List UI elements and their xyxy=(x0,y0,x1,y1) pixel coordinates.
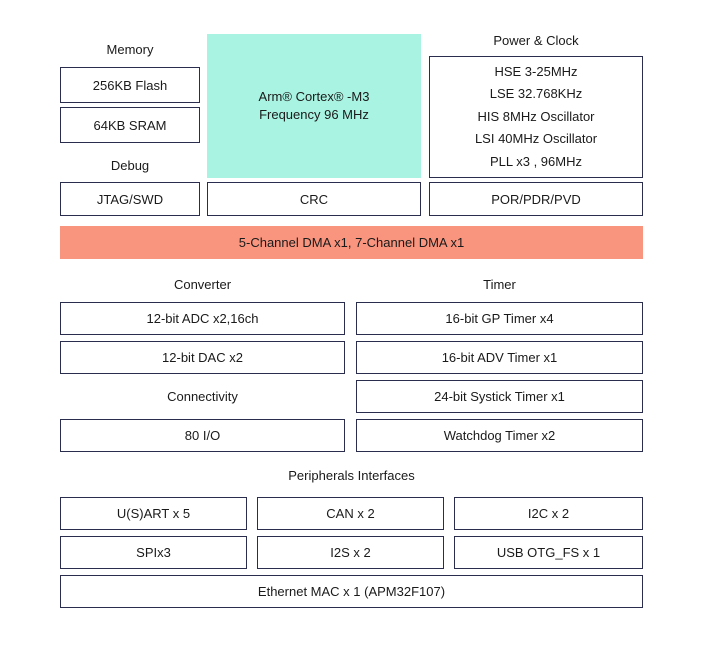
pll-item: PLL x3 , 96MHz xyxy=(489,153,582,169)
por-box: POR/PDR/PVD xyxy=(429,182,643,216)
watchdog-timer-box: Watchdog Timer x2 xyxy=(356,419,643,452)
converter-heading: Converter xyxy=(173,277,232,292)
adc-box: 12-bit ADC x2,16ch xyxy=(60,302,345,335)
debug-heading: Debug xyxy=(110,158,150,173)
core-frequency: Frequency 96 MHz xyxy=(259,107,369,122)
hse-item: HSE 3-25MHz xyxy=(494,63,578,79)
adv-timer-box: 16-bit ADV Timer x1 xyxy=(356,341,643,374)
core-block: Arm® Cortex® -M3 Frequency 96 MHz xyxy=(207,34,421,178)
ethernet-box: Ethernet MAC x 1 (APM32F107) xyxy=(60,575,643,608)
connectivity-heading: Connectivity xyxy=(167,389,238,404)
jtag-box: JTAG/SWD xyxy=(60,182,200,216)
peripherals-heading: Peripherals Interfaces xyxy=(288,468,415,483)
core-name: Arm® Cortex® -M3 xyxy=(258,89,370,104)
usb-box: USB OTG_FS x 1 xyxy=(454,536,643,569)
timer-heading: Timer xyxy=(483,277,516,292)
dac-box: 12-bit DAC x2 xyxy=(60,341,345,374)
i2s-box: I2S x 2 xyxy=(257,536,444,569)
his-item: HIS 8MHz Oscillator xyxy=(477,108,595,124)
gp-timer-box: 16-bit GP Timer x4 xyxy=(356,302,643,335)
io-box: 80 I/O xyxy=(60,419,345,452)
power-clock-box: HSE 3-25MHz LSE 32.768KHz HIS 8MHz Oscil… xyxy=(429,56,643,178)
spi-box: SPIx3 xyxy=(60,536,247,569)
flash-box: 256KB Flash xyxy=(60,67,200,103)
lsi-item: LSI 40MHz Oscillator xyxy=(474,131,598,147)
sram-box: 64KB SRAM xyxy=(60,107,200,143)
dma-bar: 5-Channel DMA x1, 7-Channel DMA x1 xyxy=(60,226,643,259)
usart-box: U(S)ART x 5 xyxy=(60,497,247,530)
power-clock-heading: Power & Clock xyxy=(493,33,579,48)
crc-box: CRC xyxy=(207,182,421,216)
can-box: CAN x 2 xyxy=(257,497,444,530)
i2c-box: I2C x 2 xyxy=(454,497,643,530)
lse-item: LSE 32.768KHz xyxy=(489,86,583,102)
memory-heading: Memory xyxy=(106,42,154,57)
systick-timer-box: 24-bit Systick Timer x1 xyxy=(356,380,643,413)
